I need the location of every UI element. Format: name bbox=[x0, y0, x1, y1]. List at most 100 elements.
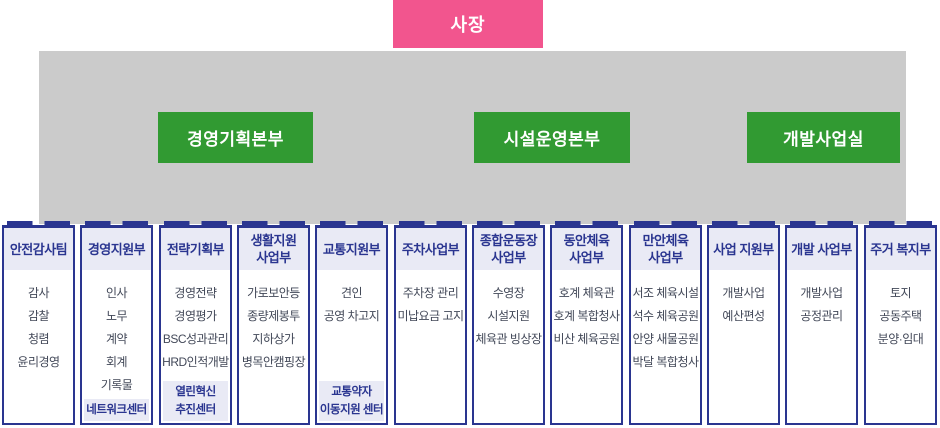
dept-item: 견인 bbox=[340, 286, 363, 300]
dept-item: 윤리경영 bbox=[17, 355, 60, 369]
dept-item: 계약 bbox=[105, 332, 128, 346]
dept-items: 견인 공영 차고지 bbox=[317, 270, 386, 328]
dept-items: 주차장 관리 미납요금 고지 bbox=[396, 270, 465, 328]
dept-title: 동안체육 사업부 bbox=[552, 228, 621, 270]
dept-item: 공영 차고지 bbox=[323, 309, 380, 323]
org-node-division-2: 시설운영본부 bbox=[474, 112, 630, 163]
dept-title: 주거 복지부 bbox=[866, 228, 935, 270]
dept-item: 미납요금 고지 bbox=[397, 309, 464, 323]
dept-sub-line: 교통약자 bbox=[331, 386, 372, 398]
dept-item: 예산편성 bbox=[722, 309, 765, 323]
division-label: 개발사업실 bbox=[783, 130, 864, 149]
dept-box-8: 동안체육 사업부 호계 체육관 호계 복합청사 비산 체육공원 bbox=[550, 221, 623, 425]
dept-item: 토지 bbox=[889, 286, 912, 300]
dept-items: 토지 공동주택 분양·임대 bbox=[866, 270, 935, 351]
dept-item: 체육관 빙상장 bbox=[475, 332, 542, 346]
org-node-division-3: 개발사업실 bbox=[747, 112, 900, 163]
dept-item: 노무 bbox=[105, 309, 128, 323]
dept-title-line: 사업부 bbox=[491, 250, 526, 265]
dept-item: 가로보안등 bbox=[247, 286, 300, 300]
dept-title-line: 만안체육 bbox=[642, 233, 689, 248]
dept-items: 호계 체육관 호계 복합청사 비산 체육공원 bbox=[552, 270, 621, 351]
dept-title: 안전감사팀 bbox=[4, 228, 73, 270]
dept-item: 기록물 bbox=[100, 378, 133, 392]
dept-item: 공정관리 bbox=[800, 309, 843, 323]
dept-items: 가로보안등 종량제봉투 지하상가 병목안캠핑장 bbox=[239, 270, 308, 374]
dept-sub-center: 열린혁신 추진센터 bbox=[163, 381, 228, 421]
dept-title: 만안체육 사업부 bbox=[631, 228, 700, 270]
dept-item: 감사 bbox=[27, 286, 50, 300]
dept-title-line: 사업부 bbox=[569, 250, 604, 265]
dept-box-7: 종합운동장 사업부 수영장 시설지원 체육관 빙상장 bbox=[472, 221, 545, 425]
dept-sub-center: 네트워크센터 bbox=[84, 399, 149, 421]
dept-items: 개발사업 예산편성 bbox=[709, 270, 778, 328]
dept-title-line: 주차사업부 bbox=[401, 241, 460, 257]
dept-items: 경영전략 경영평가 BSC성과관리 HRD인적개발 bbox=[161, 270, 230, 374]
dept-title-line: 생활지원 bbox=[250, 233, 297, 248]
dept-item: 인사 bbox=[105, 286, 128, 300]
dept-title-line: 사업부 bbox=[256, 250, 291, 265]
dept-title: 경영지원부 bbox=[82, 228, 151, 270]
dept-title: 교통지원부 bbox=[317, 228, 386, 270]
dept-item: 호계 복합청사 bbox=[553, 309, 620, 323]
dept-item: 안양 새물공원 bbox=[632, 332, 699, 346]
dept-title-line: 안전감사팀 bbox=[9, 241, 68, 257]
dept-box-11: 개발 사업부 개발사업 공정관리 bbox=[785, 221, 858, 425]
dept-item: 종량제봉투 bbox=[247, 309, 300, 323]
dept-box-12: 주거 복지부 토지 공동주택 분양·임대 bbox=[864, 221, 937, 425]
dept-sub-line: 열린혁신 bbox=[175, 386, 216, 398]
dept-item: 개발사업 bbox=[800, 286, 843, 300]
dept-title: 개발 사업부 bbox=[787, 228, 856, 270]
dept-sub-center: 교통약자 이동지원 센터 bbox=[319, 381, 384, 421]
dept-title-line: 개발 사업부 bbox=[791, 241, 852, 257]
dept-item: 지하상가 bbox=[252, 332, 295, 346]
dept-item: 시설지원 bbox=[487, 309, 530, 323]
dept-title: 사업 지원부 bbox=[709, 228, 778, 270]
dept-title: 종합운동장 사업부 bbox=[474, 228, 543, 270]
dept-title-line: 동안체육 bbox=[563, 233, 610, 248]
dept-items: 인사 노무 계약 회계 기록물 bbox=[82, 270, 151, 397]
dept-item: HRD인적개발 bbox=[162, 355, 229, 369]
org-node-president: 사장 bbox=[393, 0, 543, 48]
dept-title-line: 교통지원부 bbox=[322, 241, 381, 257]
dept-item: 박달 복합청사 bbox=[632, 355, 699, 369]
dept-box-3: 전략기획부 경영전략 경영평가 BSC성과관리 HRD인적개발 열린혁신 추진센… bbox=[159, 221, 232, 425]
dept-item: 주차장 관리 bbox=[402, 286, 459, 300]
dept-items: 감사 감찰 청렴 윤리경영 bbox=[4, 270, 73, 374]
dept-box-1: 안전감사팀 감사 감찰 청렴 윤리경영 bbox=[2, 221, 75, 425]
dept-title: 생활지원 사업부 bbox=[239, 228, 308, 270]
dept-box-6: 주차사업부 주차장 관리 미납요금 고지 bbox=[394, 221, 467, 425]
dept-items: 개발사업 공정관리 bbox=[787, 270, 856, 328]
dept-items: 서조 체육시설 석수 체육공원 안양 새물공원 박달 복합청사 bbox=[631, 270, 700, 374]
dept-sub-line: 이동지원 센터 bbox=[319, 404, 384, 416]
dept-title: 주차사업부 bbox=[396, 228, 465, 270]
dept-box-10: 사업 지원부 개발사업 예산편성 bbox=[707, 221, 780, 425]
dept-title-line: 사업부 bbox=[648, 250, 683, 265]
dept-item: 개발사업 bbox=[722, 286, 765, 300]
dept-title: 전략기획부 bbox=[161, 228, 230, 270]
dept-item: 석수 체육공원 bbox=[632, 309, 699, 323]
org-node-president-label: 사장 bbox=[450, 15, 486, 35]
dept-item: 청렴 bbox=[27, 332, 50, 346]
dept-sub-line: 추진센터 bbox=[175, 404, 216, 416]
dept-title-line: 경영지원부 bbox=[87, 241, 146, 257]
dept-item: 경영전략 bbox=[174, 286, 217, 300]
dept-item: 공동주택 bbox=[879, 309, 922, 323]
division-label: 시설운영본부 bbox=[503, 130, 601, 149]
dept-box-2: 경영지원부 인사 노무 계약 회계 기록물 네트워크센터 bbox=[80, 221, 153, 425]
dept-item: 회계 bbox=[105, 355, 128, 369]
dept-sub-line: 네트워크센터 bbox=[86, 404, 147, 416]
dept-item: 서조 체육시설 bbox=[632, 286, 699, 300]
dept-item: 감찰 bbox=[27, 309, 50, 323]
dept-item: 경영평가 bbox=[174, 309, 217, 323]
dept-title-line: 종합운동장 bbox=[479, 233, 538, 248]
dept-item: 병목안캠핑장 bbox=[241, 355, 306, 369]
dept-item: 분양·임대 bbox=[877, 332, 924, 346]
dept-item: BSC성과관리 bbox=[162, 332, 229, 346]
org-node-division-1: 경영기획본부 bbox=[158, 112, 313, 163]
dept-title-line: 전략기획부 bbox=[166, 241, 225, 257]
dept-box-5: 교통지원부 견인 공영 차고지 교통약자 이동지원 센터 bbox=[315, 221, 388, 425]
division-label: 경영기획본부 bbox=[187, 130, 284, 149]
dept-title-line: 사업 지원부 bbox=[713, 241, 774, 257]
